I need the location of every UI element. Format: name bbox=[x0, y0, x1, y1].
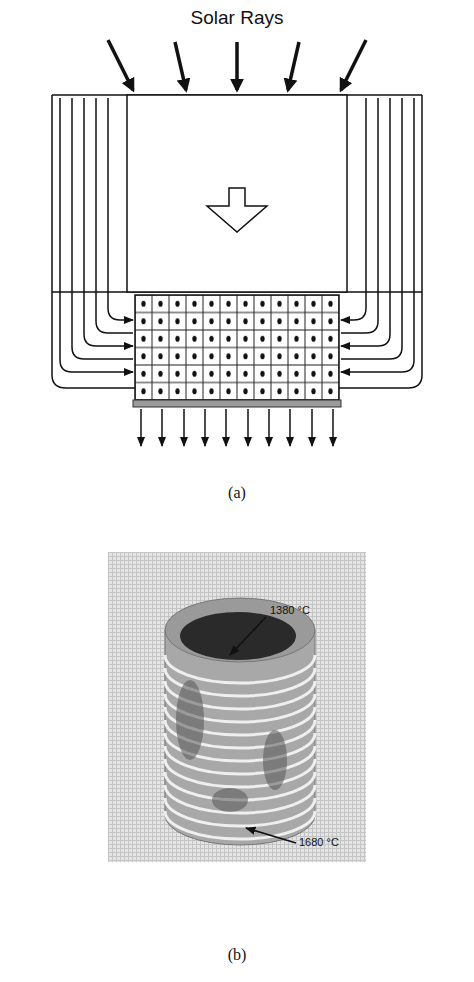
outlet-arrow bbox=[204, 409, 206, 446]
flow-line bbox=[341, 98, 378, 333]
solar-ray bbox=[108, 40, 133, 90]
flow-line bbox=[341, 98, 390, 346]
housing-left-wall bbox=[52, 95, 135, 388]
solar-ray-arrows bbox=[108, 40, 366, 90]
temperature-label: 1680 °C bbox=[299, 836, 339, 848]
outlet-arrow bbox=[225, 409, 227, 446]
outlet-arrow bbox=[247, 409, 249, 446]
receiver-photo bbox=[165, 598, 315, 845]
outlet-arrows bbox=[141, 409, 333, 446]
absorber-grid bbox=[135, 295, 339, 400]
outlet-arrow bbox=[161, 409, 163, 446]
hollow-arrow bbox=[207, 188, 267, 232]
shading-spot bbox=[263, 730, 287, 790]
surface-shading bbox=[176, 680, 287, 812]
outlet-arrow bbox=[289, 409, 291, 446]
panel-label: (b) bbox=[228, 946, 247, 964]
cavity-opening bbox=[180, 612, 296, 660]
flow-line bbox=[108, 98, 133, 320]
solar-ray bbox=[235, 42, 239, 90]
solar-ray bbox=[175, 42, 186, 90]
outlet-plate bbox=[133, 400, 341, 407]
shading-spot bbox=[212, 788, 248, 812]
coil-winding bbox=[165, 759, 315, 787]
flow-line bbox=[96, 98, 133, 333]
outlet-arrow bbox=[140, 409, 142, 446]
leader-arrow bbox=[230, 617, 266, 655]
outlet-arrow bbox=[311, 409, 313, 446]
solar-ray bbox=[288, 42, 299, 90]
figure-title: Solar Rays bbox=[191, 8, 284, 29]
cylinder-rim bbox=[165, 598, 315, 662]
flow-line bbox=[72, 98, 133, 359]
flow-line bbox=[60, 98, 133, 372]
coil-windings bbox=[165, 655, 315, 839]
outlet-arrow bbox=[268, 409, 270, 446]
leader-arrow bbox=[246, 828, 296, 843]
flow-line bbox=[84, 98, 133, 346]
temperature-leaders bbox=[230, 617, 296, 843]
photo-background bbox=[108, 552, 366, 862]
flow-line bbox=[341, 98, 414, 372]
coil-winding bbox=[165, 811, 315, 839]
panel-label: (a) bbox=[228, 484, 246, 502]
housing-right-wall bbox=[339, 95, 422, 388]
flow-line bbox=[341, 98, 402, 359]
temperature-label: 1380 °C bbox=[270, 604, 310, 616]
outlet-arrow bbox=[183, 409, 185, 446]
shading-spot bbox=[176, 680, 204, 760]
window-block bbox=[127, 95, 347, 292]
solar-ray bbox=[341, 40, 366, 90]
flow-line bbox=[341, 98, 366, 320]
outlet-arrow bbox=[332, 409, 334, 446]
coil-winding bbox=[165, 785, 315, 813]
